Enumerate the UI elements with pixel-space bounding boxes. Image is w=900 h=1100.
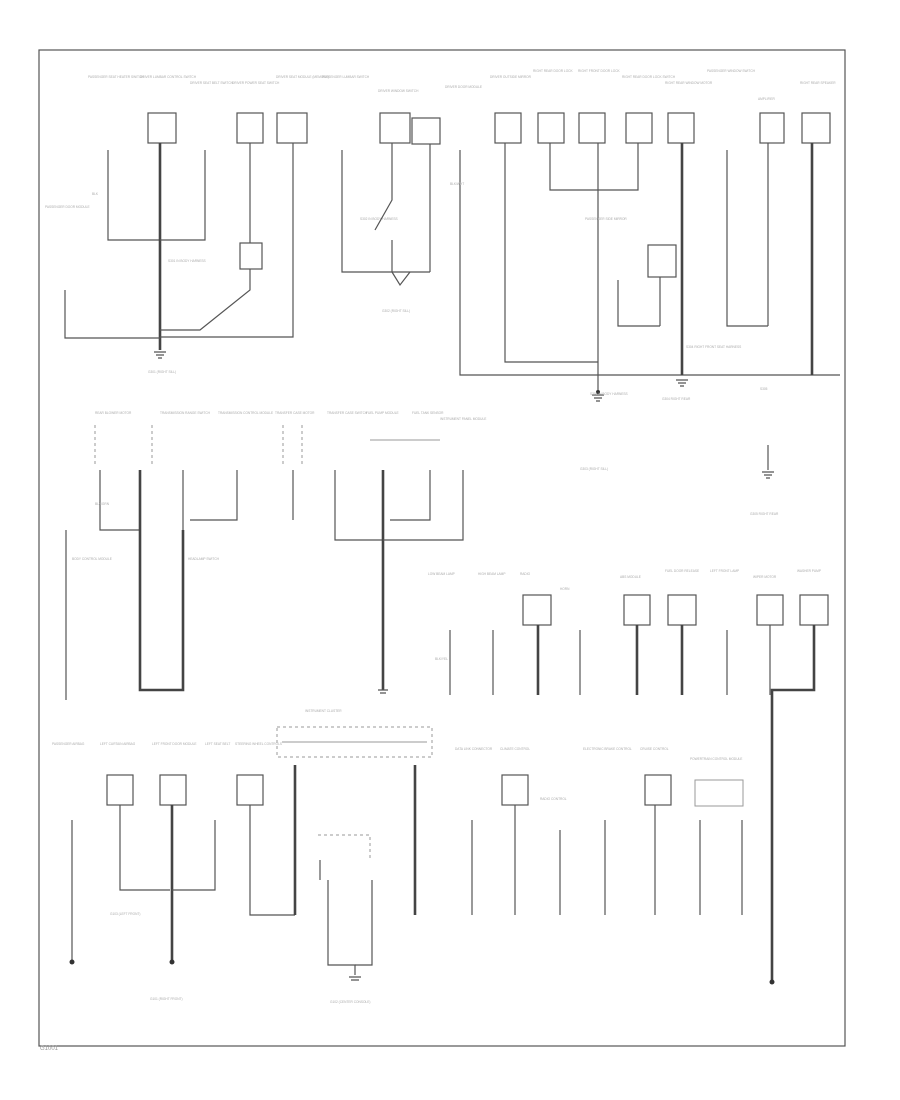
label-right-rear-door-lock-switch: RIGHT REAR DOOR LOCK SWITCH: [622, 75, 676, 79]
label-abs-module: ABS MODULE: [620, 575, 641, 579]
label-left-front-door-module: LEFT FRONT DOOR MODULE: [152, 742, 197, 746]
label-transmission-control-module: TRANSMISSION CONTROL MODULE: [218, 411, 273, 415]
label-driver-seat-module: DRIVER SEAT MODULE (MEMORY): [276, 75, 329, 79]
label-driver-power-seat-switch: DRIVER POWER SEAT SWITCH: [232, 81, 280, 85]
label-right-rear-window-motor: RIGHT REAR WINDOW MOTOR: [665, 81, 713, 85]
label-body-control-module: BODY CONTROL MODULE: [72, 557, 112, 561]
label-passenger-airbag: PASSENGER AIRBAG: [52, 742, 85, 746]
label-instrument-panel-module: INSTRUMENT PANEL MODULE: [440, 417, 486, 421]
ground-symbols-top: [154, 351, 774, 479]
label-ground-g101: G101 (RIGHT FRONT): [150, 997, 183, 1001]
label-radio: RADIO: [520, 572, 531, 576]
wires-top: [64, 143, 840, 470]
label-wire-blk-grn: BLK/GRN: [95, 502, 110, 506]
label-steering-wheel-controls: STEERING WHEEL CONTROLS: [235, 742, 282, 746]
diagram-frame: [38, 49, 846, 1047]
label-ground-g302: G302 (RIGHT SILL): [382, 309, 410, 313]
label-fuel-tank-sensor: FUEL TANK SENSOR: [412, 411, 444, 415]
label-splice-s303: S303 IN BODY HARNESS: [590, 392, 628, 396]
label-instrument-cluster: INSTRUMENT CLUSTER: [305, 709, 342, 713]
label-rear-blower-motor: REAR BLOWER MOTOR: [95, 411, 132, 415]
middle-right-section: [449, 594, 829, 985]
label-horn: HORN: [560, 587, 570, 591]
label-splice-s305: S305: [760, 387, 768, 391]
label-ground-g303: G303 (RIGHT SILL): [580, 467, 608, 471]
label-transfer-case-switch: TRANSFER CASE SWITCH: [327, 411, 368, 415]
top-section: [64, 112, 840, 479]
label-fuel-door-release: FUEL DOOR RELEASE: [665, 569, 699, 573]
label-headlamp-switch: HEADLAMP SWITCH: [188, 557, 220, 561]
label-wire-blk-wht: BLK/WHT: [450, 182, 464, 186]
label-passenger-lumbar-switch: PASSENGER LUMBAR SWITCH: [322, 75, 370, 79]
label-powertrain-control-module: POWERTRAIN CONTROL MODULE: [690, 757, 742, 761]
label-driver-door-module: DRIVER DOOR MODULE: [445, 85, 482, 89]
label-amplifier: AMPLIFIER: [758, 97, 776, 101]
label-radio-control: RADIO CONTROL: [540, 797, 567, 801]
label-splice-s304: S304 RIGHT FRONT SEAT HARNESS: [686, 345, 741, 349]
label-left-seat-belt: LEFT SEAT BELT: [205, 742, 230, 746]
component-boxes-top: [147, 112, 831, 278]
label-splice-s302: S302 IN BODY HARNESS: [360, 217, 398, 221]
label-ground-g304: G304 RIGHT REAR: [662, 397, 691, 401]
label-ground-g301: G301 (RIGHT SILL): [148, 370, 176, 374]
label-left-front-lamp: LEFT FRONT LAMP: [710, 569, 739, 573]
label-fuel-pump-module: FUEL PUMP MODULE: [366, 411, 399, 415]
label-transfer-case-motor: TRANSFER CASE MOTOR: [275, 411, 315, 415]
label-ground-g103: G103 (LEFT FRONT): [110, 912, 140, 916]
label-data-link-connector: DATA LINK CONNECTOR: [455, 747, 493, 751]
label-wire-blk: BLK: [92, 192, 99, 196]
label-right-rear-door-lock: RIGHT REAR DOOR LOCK: [533, 69, 573, 73]
label-driver-window-switch: DRIVER WINDOW SWITCH: [378, 89, 419, 93]
label-electronic-brake-control: ELECTRONIC BRAKE CONTROL: [583, 747, 632, 751]
label-cruise-control: CRUISE CONTROL: [640, 747, 669, 751]
label-passenger-seat-heater-switch: PASSENGER SEAT HEATER SWITCH: [88, 75, 144, 79]
bottom-section: [69, 726, 744, 981]
label-ground-g305: G305 RIGHT REAR: [750, 512, 779, 516]
label-right-front-door-lock: RIGHT FRONT DOOR LOCK: [578, 69, 621, 73]
label-passenger-side-mirror: PASSENGER SIDE MIRROR: [585, 217, 627, 221]
label-washer-pump: WASHER PUMP: [797, 569, 821, 573]
label-driver-lumbar-switch: DRIVER LUMBAR CONTROL SWITCH: [140, 75, 197, 79]
center-module-box: [276, 726, 433, 758]
diagram-labels: PASSENGER SEAT HEATER SWITCH DRIVER LUMB…: [45, 69, 836, 1004]
label-high-beam-lamp: HIGH BEAM LAMP: [478, 572, 505, 576]
label-passenger-door-module: PASSENGER DOOR MODULE: [45, 205, 90, 209]
label-splice-s301: S301 IN BODY HARNESS: [168, 259, 206, 263]
label-passenger-window-switch: PASSENGER WINDOW SWITCH: [707, 69, 756, 73]
label-low-beam-lamp: LOW BEAM LAMP: [428, 572, 455, 576]
middle-left-section: [65, 425, 464, 700]
label-wiper-motor: WIPER MOTOR: [753, 575, 777, 579]
label-transmission-range-switch: TRANSMISSION RANGE SWITCH: [160, 411, 211, 415]
label-climate-control: CLIMATE CONTROL: [500, 747, 530, 751]
label-driver-outside-mirror: DRIVER OUTSIDE MIRROR: [490, 75, 532, 79]
diagram-footer-code: G1001: [40, 1046, 59, 1052]
label-ground-g102: G102 (CENTER CONSOLE): [330, 1000, 370, 1004]
label-right-rear-speaker: RIGHT REAR SPEAKER: [800, 81, 836, 85]
label-wire-blk-yel: BLK/YEL: [435, 657, 448, 661]
label-driver-seat-belt-switch: DRIVER SEAT BELT SWITCH: [190, 81, 234, 85]
label-left-curtain-airbag: LEFT CURTAIN AIRBAG: [100, 742, 136, 746]
